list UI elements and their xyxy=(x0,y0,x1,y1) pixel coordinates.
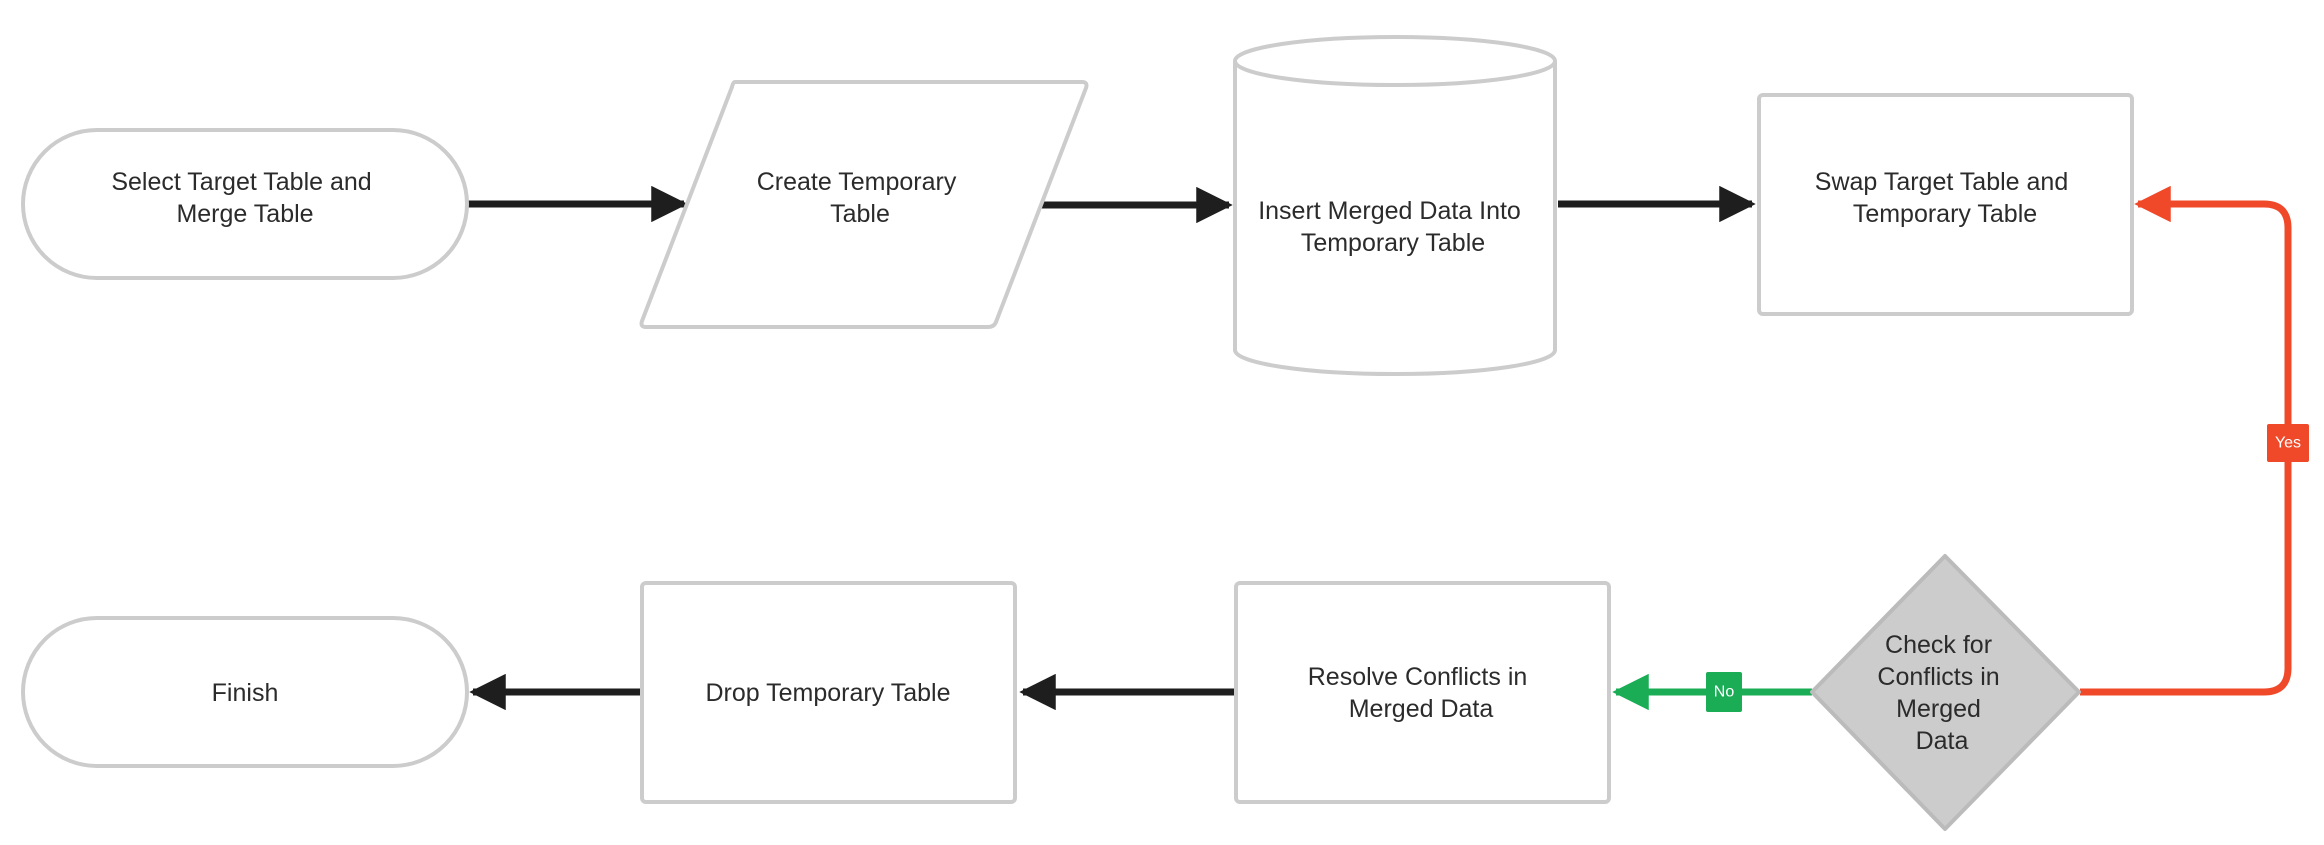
edge-label-no: No xyxy=(1706,672,1742,712)
node-label: Check for Conflicts in Merged Data xyxy=(1877,631,2006,755)
cylinder-body xyxy=(1233,61,1557,376)
edge-label-no-box xyxy=(1706,672,1742,712)
process-shape xyxy=(640,581,1017,804)
edge-label-yes-box xyxy=(2267,424,2309,462)
node-check-conflicts[interactable]: Check for Conflicts in Merged Data xyxy=(1810,554,2081,831)
node-select-target[interactable]: Select Target Table and Merge Table xyxy=(21,128,469,280)
terminator-shape xyxy=(21,616,469,768)
cylinder-top xyxy=(1233,35,1557,87)
edge-label-yes-text: Yes xyxy=(2275,435,2301,452)
node-label: Create Temporary Table xyxy=(757,168,964,228)
terminator-shape xyxy=(21,128,469,280)
node-insert-merged[interactable]: Insert Merged Data Into Temporary Table xyxy=(1233,35,1557,376)
parallelogram-shape xyxy=(639,80,1089,329)
decision-shape xyxy=(1810,554,2081,831)
node-label: Swap Target Table and Temporary Table xyxy=(1815,168,2075,228)
node-label: Finish xyxy=(212,679,279,707)
node-resolve-conflicts[interactable]: Resolve Conflicts in Merged Data xyxy=(1234,581,1611,804)
node-label: Insert Merged Data Into Temporary Table xyxy=(1258,197,1528,257)
process-shape xyxy=(1757,93,2134,316)
node-label: Resolve Conflicts in Merged Data xyxy=(1308,663,1534,723)
node-drop-temp[interactable]: Drop Temporary Table xyxy=(640,581,1017,804)
node-swap-tables[interactable]: Swap Target Table and Temporary Table xyxy=(1757,93,2134,316)
edge-label-no-text: No xyxy=(1714,684,1735,701)
process-shape xyxy=(1234,581,1611,804)
edge-label-yes: Yes xyxy=(2267,424,2309,462)
node-create-temp[interactable]: Create Temporary Table xyxy=(639,80,1089,329)
node-label: Drop Temporary Table xyxy=(705,679,950,707)
node-finish[interactable]: Finish xyxy=(21,616,469,768)
node-label: Select Target Table and Merge Table xyxy=(111,168,378,228)
